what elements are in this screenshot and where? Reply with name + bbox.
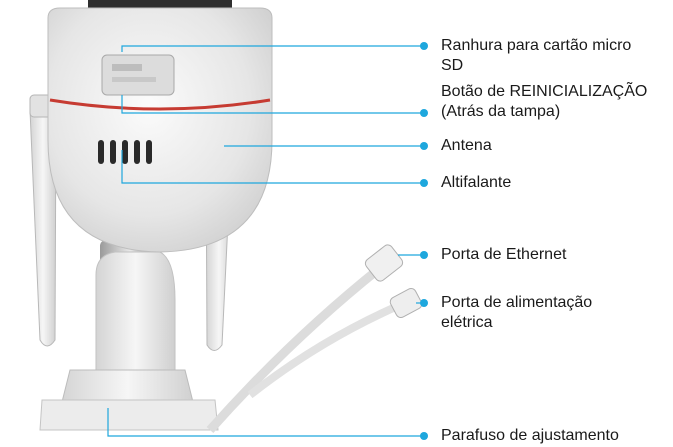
label-reset: Botão de REINICIALIZAÇÃO (Atrás da tampa… bbox=[441, 82, 647, 122]
label-power-line2: elétrica bbox=[441, 314, 493, 331]
callout-screw bbox=[107, 408, 424, 437]
label-reset-line1: Botão de REINICIALIZAÇÃO bbox=[441, 83, 648, 100]
camera-stand bbox=[39, 240, 219, 431]
label-ethernet: Porta de Ethernet bbox=[441, 245, 566, 265]
label-screw: Parafuso de ajustamento bbox=[441, 426, 619, 446]
callout-dots bbox=[420, 42, 428, 440]
label-speaker: Altifalante bbox=[441, 173, 511, 193]
callout-lines bbox=[107, 45, 424, 437]
callout-speaker bbox=[121, 150, 424, 184]
label-sd-slot-line1: Ranhura para cartão micro bbox=[441, 37, 632, 54]
label-power-line1: Porta de alimentação bbox=[441, 294, 593, 311]
label-sd-slot-line2: SD bbox=[441, 57, 464, 74]
label-antenna: Antena bbox=[441, 136, 492, 156]
label-sd-slot: Ranhura para cartão micro SD bbox=[441, 36, 631, 76]
label-ethernet-line1: Porta de Ethernet bbox=[441, 246, 567, 263]
label-reset-line2: (Atrás da tampa) bbox=[441, 103, 561, 120]
label-power: Porta de alimentação elétrica bbox=[441, 293, 592, 333]
camera-head bbox=[47, 7, 273, 253]
label-antenna-line1: Antena bbox=[441, 137, 492, 154]
label-speaker-line1: Altifalante bbox=[441, 174, 512, 191]
callout-sd bbox=[121, 45, 424, 52]
callout-reset bbox=[121, 95, 424, 114]
label-screw-line1: Parafuso de ajustamento bbox=[441, 427, 619, 444]
cables bbox=[206, 244, 423, 433]
